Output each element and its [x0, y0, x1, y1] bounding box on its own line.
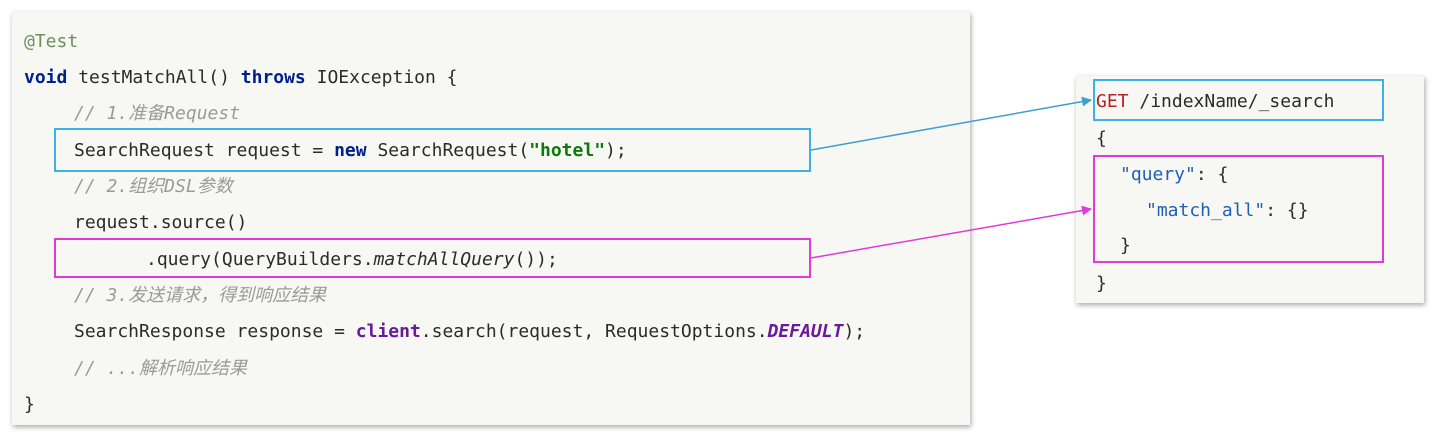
code-line-close-brace: }: [24, 394, 35, 415]
java-code-panel: @Test void testMatchAll() throws IOExcep…: [12, 12, 970, 425]
code-line-comment-1: // 1.准备Request: [74, 103, 241, 124]
code-line-search-response: SearchResponse response = client.search(…: [74, 321, 866, 342]
request-highlight-box: [54, 128, 811, 172]
code-line-comment-2: // 2.组织DSL参数: [74, 176, 233, 197]
code-line-comment-4: // ...解析响应结果: [74, 358, 248, 379]
code-line-source-call: request.source(): [74, 212, 248, 233]
dsl-request-highlight-box: [1093, 79, 1384, 121]
code-line-search-request: SearchRequest request = new SearchReques…: [74, 140, 627, 161]
code-line-method-signature: void testMatchAll() throws IOException {: [24, 67, 458, 88]
dsl-line-query: "query": {: [1120, 164, 1229, 185]
dsl-code-panel: GET /indexName/_search { "query": { "mat…: [1076, 76, 1424, 303]
dsl-line-match-all: "match_all": {}: [1146, 200, 1309, 221]
dsl-line-outer-close: }: [1096, 273, 1107, 294]
code-line-query-call: .query(QueryBuilders.matchAllQuery());: [146, 249, 558, 270]
code-line-annotation: @Test: [24, 31, 79, 52]
dsl-query-highlight-box: [1093, 155, 1384, 263]
query-connector-arrow: [810, 205, 1092, 259]
query-highlight-box: [54, 238, 811, 278]
code-line-comment-3: // 3.发送请求，得到响应结果: [74, 285, 327, 306]
dsl-line-open-brace: {: [1096, 128, 1107, 149]
dsl-line-request: GET /indexName/_search: [1096, 91, 1335, 112]
dsl-line-inner-close: }: [1120, 235, 1131, 256]
request-connector-arrow: [810, 96, 1092, 151]
